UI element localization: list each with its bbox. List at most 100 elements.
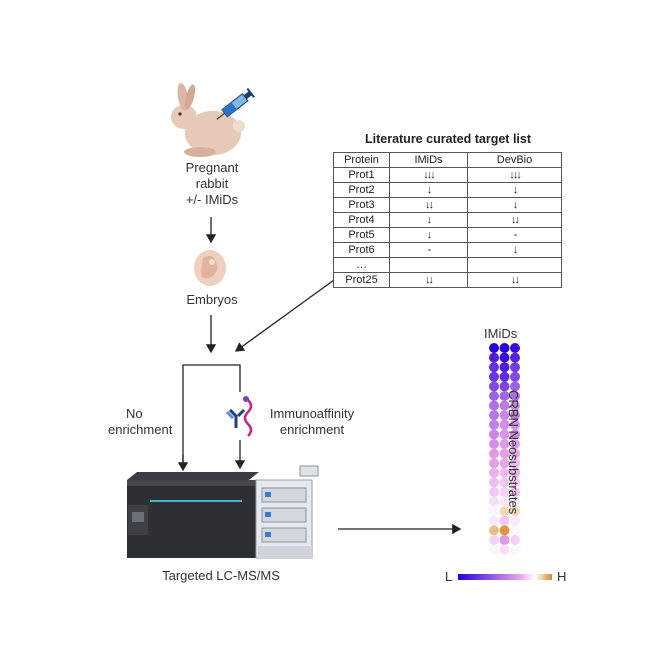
heatmap-dot [510,381,520,392]
heatmap-dot [510,429,520,440]
table-header-cell: IMiDs [389,152,468,168]
heatmap-dot [510,506,520,517]
heatmap-dot [510,419,520,430]
split-line [182,364,241,465]
heatmap-dot [499,467,510,478]
heatmap-dot [489,458,499,469]
heatmap-dot [489,381,499,392]
heatmap-dot [489,400,499,411]
rabbit-label-line: +/- IMiDs [185,192,239,207]
heatmap-dot [489,352,499,363]
heatmap-dot [510,352,520,363]
heatmap-dot [510,410,520,421]
table-cell: Prot2 [333,182,390,198]
table-cell [389,257,468,273]
heatmap-dot [510,525,520,536]
heatmap-dot [510,477,520,488]
table-cell [467,257,562,273]
table-cell: Prot1 [333,167,390,183]
heatmap-dot [499,487,510,497]
immunoaffinity-line: enrichment [279,422,345,437]
table-cell: ↓↓ [467,212,562,228]
heatmap-dot [499,352,510,363]
no-enrichment-line: enrichment [108,422,173,437]
instrument-label: Targeted LC-MS/MS [162,568,280,583]
heatmap-dot [489,391,499,401]
table-cell: ↓↓ [389,197,468,213]
heatmap-dot [499,343,510,353]
heatmap-dot [499,419,510,430]
table-cell: ↓ [467,242,562,258]
no-enrichment-line: No [126,406,143,421]
table-row: Prot25↓↓↓↓ [333,272,562,288]
heatmap-dot [489,343,499,353]
syringe-icon [216,87,255,120]
heatmap-dot [499,381,510,392]
heatmap-dot [489,371,499,382]
table-cell: ↓↓ [467,272,562,288]
target-table: Protein IMiDs DevBio Prot1↓↓↓↓↓↓ Prot2↓↓… [333,152,562,288]
heatmap-dot [510,458,520,469]
heatmap-dot [499,371,510,382]
heatmap-dot [510,391,520,401]
heatmap-dot [499,515,510,526]
heatmap-dot [489,429,499,440]
table-title: Literature curated target list [364,132,531,146]
scale-high-label: H [557,569,567,584]
heatmap-dot [489,544,499,555]
table-header-cell: Protein [333,152,390,168]
heatmap-dot [510,544,520,555]
heatmap-color-bar [458,574,552,580]
heatmap-dot [499,535,510,545]
table-cell: ↓↓↓ [389,167,468,183]
heatmap-dot [510,343,520,353]
heatmap-dot [510,362,520,373]
table-cell: ↓ [389,212,468,228]
immunoaffinity-line: Immunoaffinity [269,406,355,421]
heatmap-dot [499,496,510,507]
table-header-row: Protein IMiDs DevBio [333,152,562,168]
embryo-icon [194,250,226,286]
heatmap-dot [499,448,510,459]
heatmap-dot [510,467,520,478]
heatmap-dot [510,400,520,411]
heatmap-dot [510,496,520,507]
table-cell: Prot3 [333,197,390,213]
rabbit-label-line: Pregnant [185,160,239,175]
rabbit-label: Pregnant rabbit +/- IMiDs [160,160,264,208]
heatmap-side-label: CRBN Neosubstrates [506,390,521,515]
heatmap-dot [510,535,520,545]
table-cell: … [333,257,390,273]
table-cell: ↓ [389,182,468,198]
heatmap-dot [489,467,499,478]
arrow-list-split [234,279,335,352]
table-cell: - [389,242,468,258]
heatmap-dot [489,448,499,459]
heatmap-dot [510,439,520,449]
heatmap-dot [489,362,499,373]
heatmap [489,343,520,555]
lcms-instrument-icon [127,465,319,559]
heatmap-dot [499,362,510,373]
table-row: Prot2↓↓ [333,182,562,198]
embryos-label: Embryos [186,292,238,307]
table-row: Prot3↓↓↓ [333,197,562,213]
heatmap-dot [489,439,499,449]
table-cell: Prot6 [333,242,390,258]
table-cell: ↓ [467,197,562,213]
table-cell: - [467,227,562,243]
heatmap-dot [499,439,510,449]
heatmap-dot [489,496,499,507]
table-cell: Prot25 [333,272,390,288]
heatmap-dot [510,448,520,459]
heatmap-dot [489,487,499,497]
table-cell: ↓↓ [389,272,468,288]
heatmap-dot [489,410,499,421]
heatmap-dot [489,535,499,545]
rabbit-label-line: rabbit [195,176,229,191]
heatmap-dot [499,544,510,555]
heatmap-dot [510,487,520,497]
heatmap-dot [499,429,510,440]
antibody-icon [225,396,253,437]
